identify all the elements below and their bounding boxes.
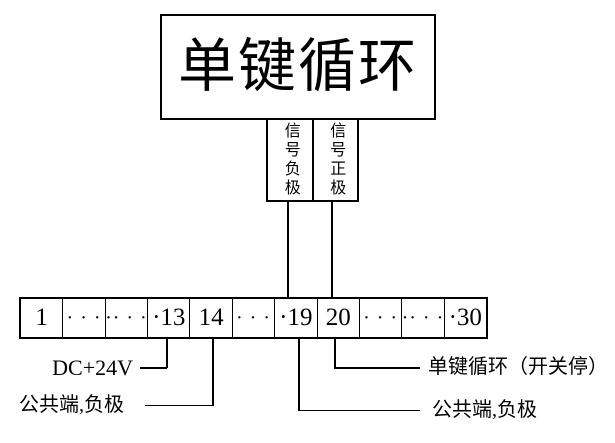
- signal-negative-label: 信号负极: [281, 122, 299, 198]
- terminal-cell-14: 14: [190, 299, 233, 337]
- signal-positive-box: 信号正极: [311, 120, 359, 202]
- terminal-cell-dots-c: · · ·: [233, 299, 276, 337]
- terminal-cell-dots-b: ·· · ·: [106, 299, 149, 337]
- device-box: 单键循环: [160, 14, 436, 120]
- label-dc24v: DC+24V: [52, 355, 133, 380]
- wire-terminal-14-vertical: [212, 339, 214, 406]
- label-common-negative-left: 公共端,负极: [19, 394, 124, 416]
- wire-terminal-19-horizontal: [298, 409, 420, 411]
- wire-terminal-13-horizontal: [140, 367, 167, 369]
- terminal-cell-20: 20: [318, 299, 360, 337]
- terminal-cell-30: ·30: [448, 304, 482, 331]
- terminal-cell-dots-e: ·· · ·: [402, 299, 445, 337]
- signal-negative-box: 信号负极: [266, 120, 312, 202]
- label-common-negative-right: 公共端,负极: [432, 399, 537, 421]
- wire-terminal-14-horizontal: [145, 404, 213, 406]
- signal-label-boxes: 信号负极 信号正极: [266, 120, 359, 202]
- signal-positive-label: 信号正极: [327, 122, 345, 198]
- terminal-cell-13: ·13: [148, 299, 191, 337]
- wire-terminal-20-vertical: [334, 339, 336, 368]
- terminal-cell-dots-d: · · ·: [360, 299, 403, 337]
- terminal-cell-dots-a: · · ·: [63, 299, 106, 337]
- wire-signal-negative: [287, 202, 289, 297]
- wire-signal-positive: [331, 202, 333, 297]
- terminal-strip: 1 · · · ·· · · ·13 14 · · · ·19 20 · · ·…: [19, 297, 488, 339]
- label-single-key-cycle: 单键循环（开关停）: [428, 356, 608, 378]
- wire-terminal-19-vertical: [298, 339, 300, 411]
- device-title: 单键循环: [177, 34, 418, 99]
- wire-terminal-13-vertical: [166, 339, 168, 368]
- wire-terminal-20-horizontal: [334, 367, 420, 369]
- terminal-cell-1: 1: [21, 299, 64, 337]
- terminal-cell-19: ·19: [275, 299, 318, 337]
